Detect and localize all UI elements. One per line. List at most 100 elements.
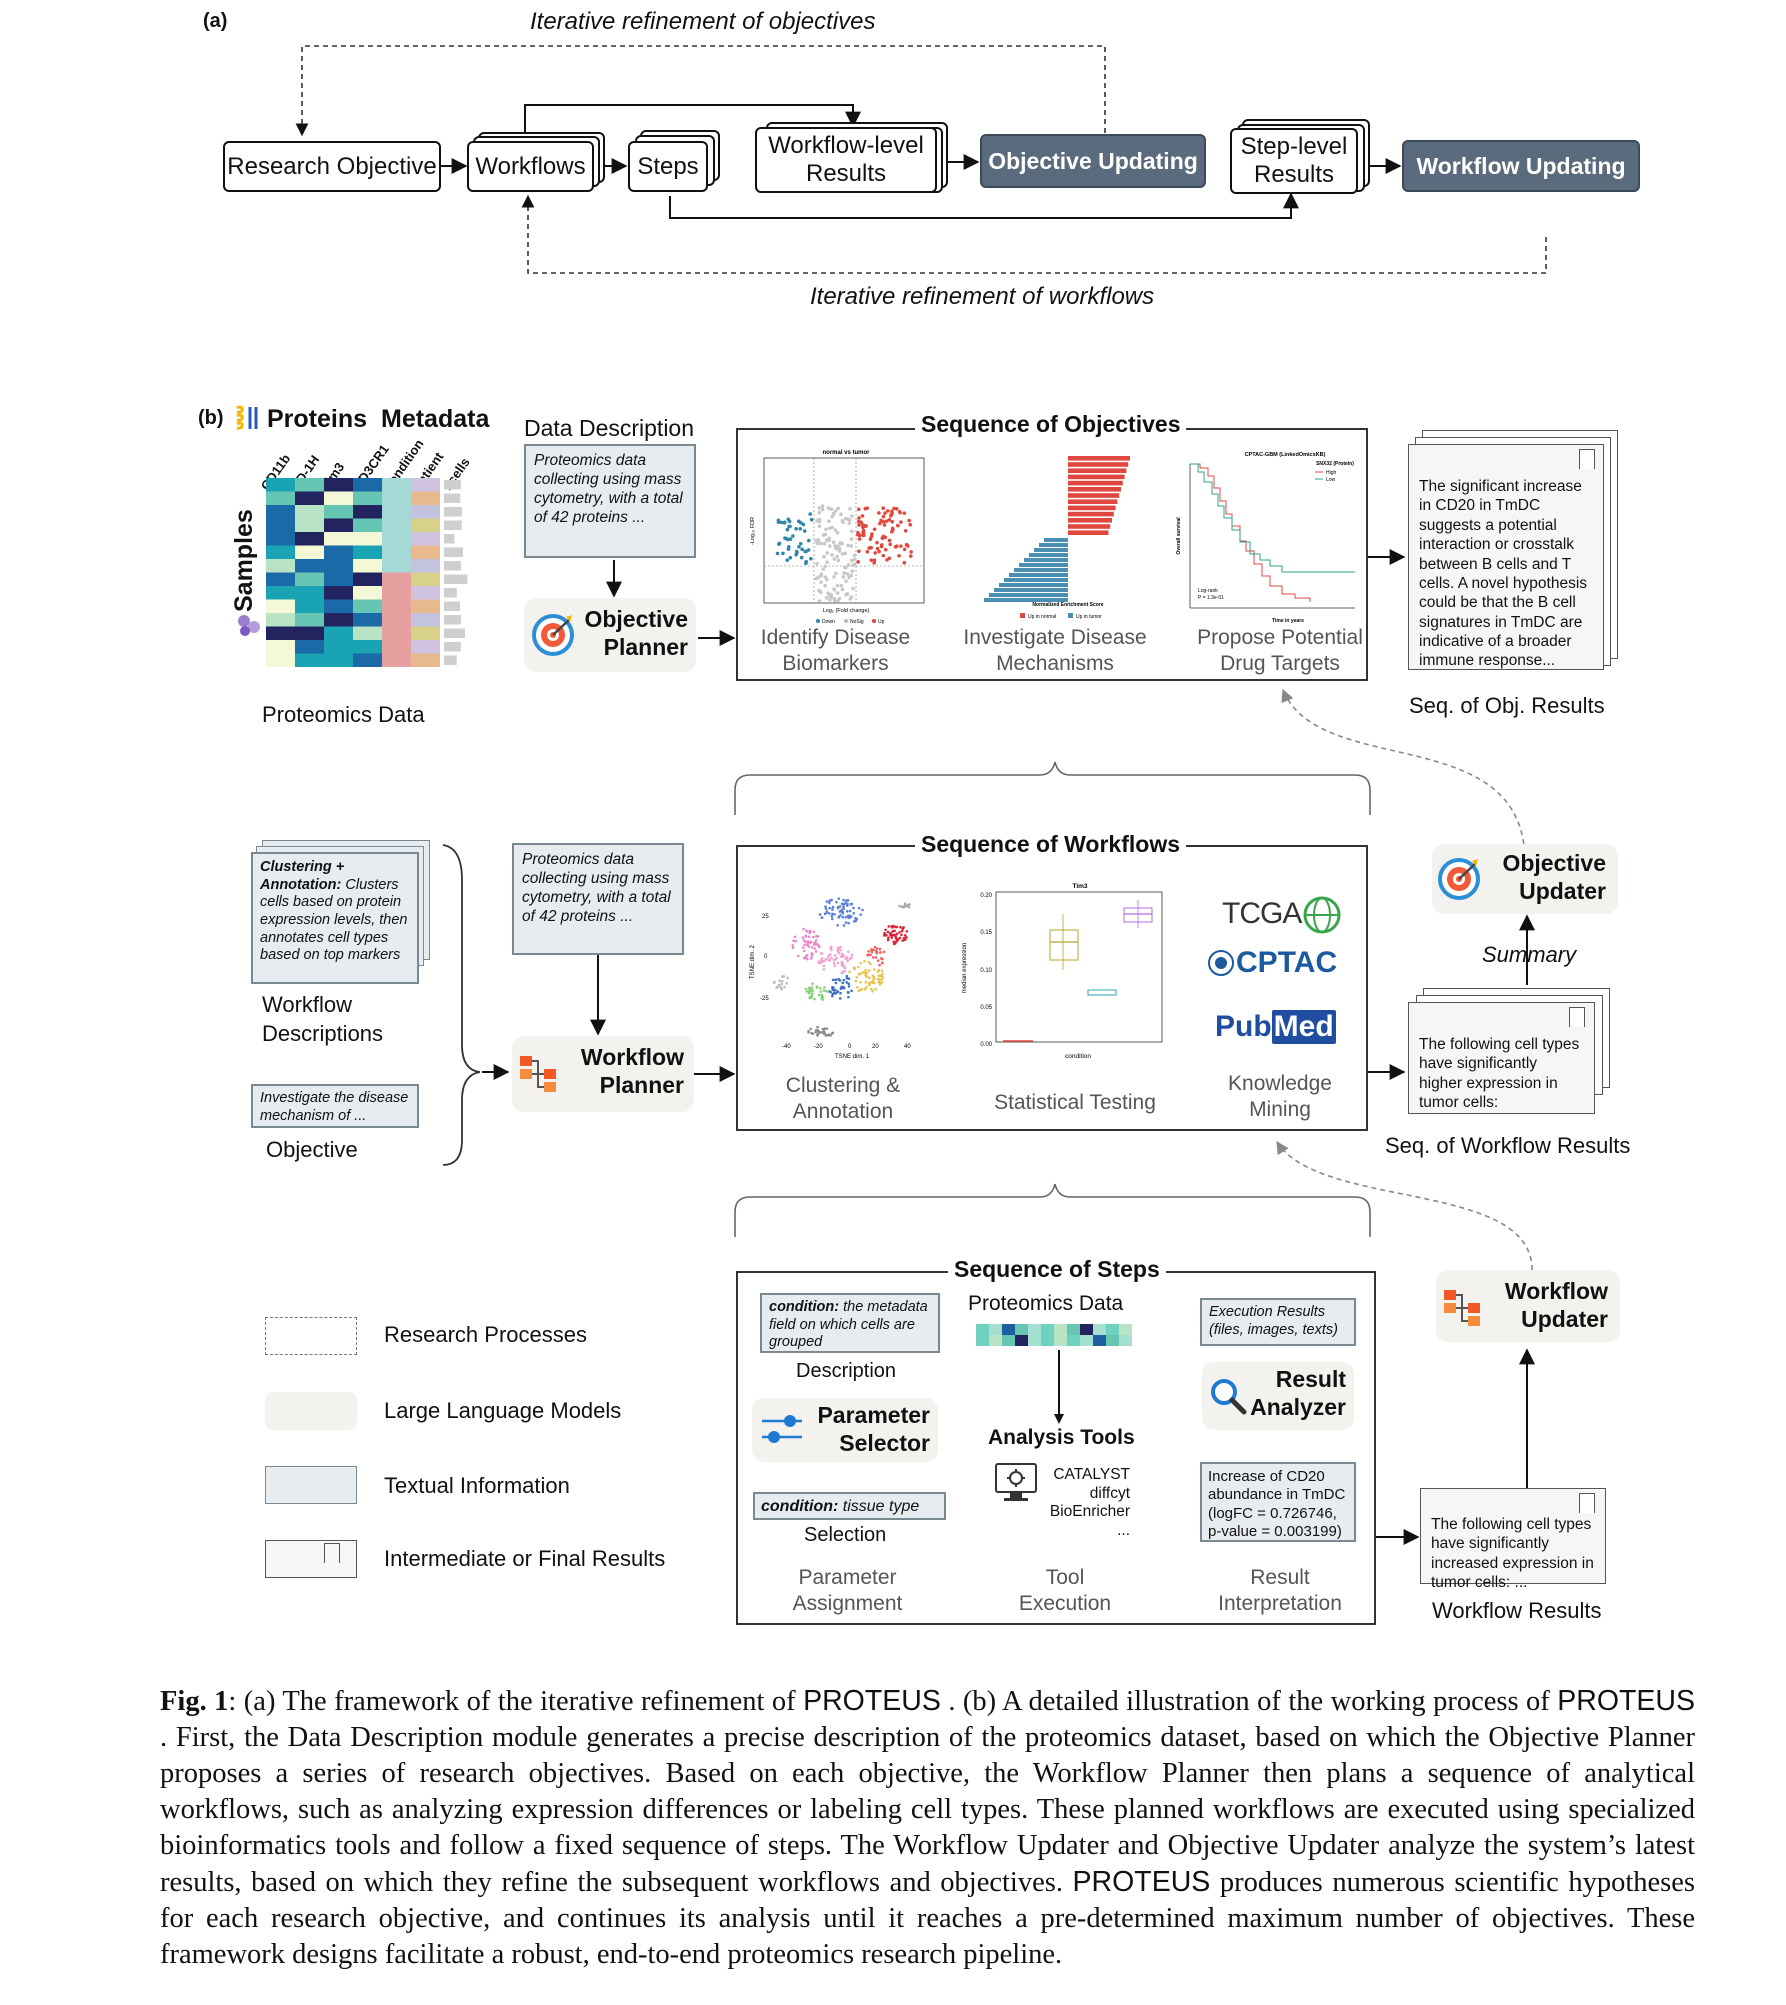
volcano-point-nosig <box>819 541 823 546</box>
volcano-point-nosig <box>840 587 845 592</box>
boxplot-ylab: median expression <box>962 943 968 993</box>
enrichment-plot: Normalized Enrichment Score Up in normal… <box>984 456 1130 620</box>
heatmap-patient-cell <box>411 518 440 532</box>
tsne-point <box>831 908 834 911</box>
tsne-point <box>845 977 849 980</box>
volcano-point-down <box>796 519 801 524</box>
heatmap-cell <box>266 586 295 600</box>
tsne-point <box>873 945 877 949</box>
volcano-point-up <box>861 533 865 538</box>
volcano-point-up <box>892 506 896 511</box>
volcano-point-nosig <box>823 564 827 569</box>
volcano-point-down <box>798 541 803 546</box>
enrich-bar-normal <box>1068 524 1111 529</box>
caption-name-3: PROTEUS <box>1072 1866 1211 1898</box>
boxplot-ytick-010: 0.10 <box>980 968 992 974</box>
magnifier-icon <box>1208 1376 1248 1423</box>
tsne-point <box>857 989 860 993</box>
tsne-point <box>810 955 814 958</box>
tsne-point <box>838 910 842 913</box>
volcano-point-up <box>885 509 890 513</box>
legend-text-label: Textual Information <box>384 1473 570 1498</box>
workflow-results-line2: Results <box>805 160 887 187</box>
heatmap-cell <box>353 599 382 613</box>
workflow-updating-box: Workflow Updating <box>1402 140 1640 192</box>
volcano-point-nosig <box>823 575 828 579</box>
tsne-point <box>879 957 883 960</box>
tsne-point <box>804 956 808 960</box>
heatmap-condition-cell <box>382 653 411 667</box>
volcano-point-nosig <box>840 552 845 556</box>
enrich-bar-normal <box>1068 462 1129 467</box>
volcano-point-nosig <box>821 567 826 571</box>
enrich-bar-tumor <box>989 593 1068 597</box>
tsne-point <box>828 959 831 962</box>
tsne-point <box>861 908 864 912</box>
steps-proteomics-bar <box>976 1324 1132 1346</box>
heatmap-cell <box>324 545 353 559</box>
tsne-point <box>847 916 850 920</box>
boxplot: Tim3 0.20 0.15 0.10 0.05 0.00 condition … <box>962 883 1163 1060</box>
volcano-point-nosig <box>822 554 826 559</box>
boxplot-ytick-005: 0.05 <box>980 1005 992 1011</box>
tsne-point <box>847 995 850 999</box>
tsne-point <box>819 952 823 955</box>
caption-part-3: . First, the Data Description module gen… <box>160 1722 1695 1898</box>
tsne-ytick-m25: -25 <box>760 996 769 1002</box>
tsne-point <box>881 972 884 976</box>
volcano-point-up <box>882 523 887 527</box>
tsne-point <box>813 947 816 950</box>
tsne-point <box>802 927 805 931</box>
volcano-point-nosig <box>815 541 820 546</box>
enrich-legend-normal: Up in normal <box>1028 614 1056 620</box>
tsne-point <box>829 990 832 994</box>
heatmap-cell <box>295 599 324 613</box>
tsne-point <box>894 941 897 945</box>
tsne-point <box>832 961 836 965</box>
volcano-point-down <box>802 529 807 533</box>
heatmap-condition-cell <box>382 491 411 505</box>
tsne-point <box>869 953 872 957</box>
volcano-point-nosig <box>819 580 823 584</box>
tsne-point <box>847 950 850 954</box>
workflow-results-line1: Workflow-level <box>768 132 924 160</box>
tsne-point <box>812 930 816 934</box>
enrich-bar-normal <box>1068 456 1130 461</box>
workflow-loop-line <box>521 194 1547 274</box>
tsne-point <box>807 1031 810 1034</box>
tsne-point <box>878 951 882 954</box>
tsne-point <box>840 952 844 956</box>
heatmap-cell <box>353 640 382 654</box>
tsne-point <box>808 931 812 935</box>
heatmap-cells-bar <box>444 480 461 490</box>
volcano-point-up <box>857 516 861 520</box>
heatmap-cells-bar <box>444 547 464 557</box>
tsne-point <box>793 935 797 939</box>
strip-cell-top <box>976 1324 989 1335</box>
strip-cell-top <box>1002 1324 1015 1335</box>
volcano-point-nosig <box>832 587 836 591</box>
volcano-legend-up-dot <box>872 619 876 623</box>
tsne-point <box>845 910 849 913</box>
tsne-point <box>820 958 823 962</box>
enrich-bar-tumor <box>1024 558 1068 562</box>
workflow-results-label: Workflow Results <box>1432 1598 1602 1623</box>
tsne-point <box>881 961 884 965</box>
tsne-point <box>874 956 878 959</box>
caption-name-2: PROTEUS <box>1557 1685 1696 1717</box>
volcano-point-down <box>786 545 791 549</box>
heatmap-cell <box>266 491 295 505</box>
research-objective-box: Research Objective <box>223 141 441 192</box>
volcano-point-down <box>776 518 781 523</box>
volcano-point-nosig <box>830 553 834 557</box>
cptac-logo: CPTAC <box>1236 946 1338 979</box>
volcano-point-nosig <box>845 572 850 576</box>
heatmap-cell <box>353 572 382 586</box>
km-legend-low: Low <box>1326 477 1336 483</box>
heatmap-cell <box>266 505 295 519</box>
volcano-point-nosig <box>816 575 821 579</box>
volcano-legend-down: Down <box>822 619 835 625</box>
tsne-point <box>772 981 776 985</box>
tsne-point <box>877 974 881 977</box>
volcano-point-nosig <box>839 583 844 588</box>
